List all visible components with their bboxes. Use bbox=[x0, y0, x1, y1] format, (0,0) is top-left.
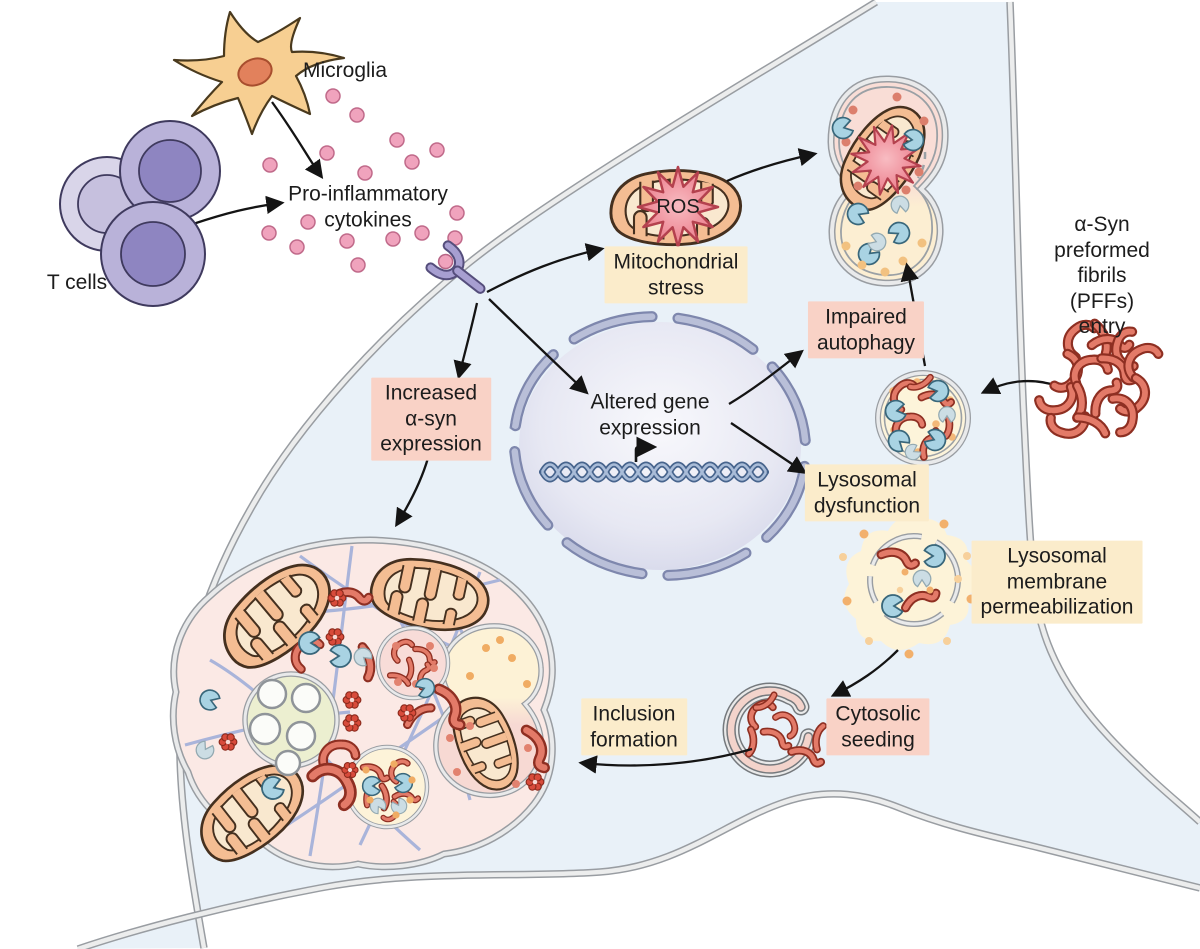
label-increased-asyn-expression: Increased α-syn expression bbox=[371, 377, 491, 461]
arrow-seeding-to-inclusion bbox=[578, 747, 753, 774]
arrow-lmp-to-seeding bbox=[830, 649, 899, 697]
arrow-tcells-to-cytokines bbox=[192, 195, 285, 226]
arrow-receptor-to-mitostress bbox=[486, 243, 605, 294]
flow-arrows bbox=[192, 101, 1059, 774]
arrow-asyn-to-inclusion bbox=[395, 457, 430, 528]
leaked-dots bbox=[839, 507, 976, 659]
transcription-start-arrow bbox=[634, 436, 658, 462]
arrow-microglia-to-cytokines bbox=[271, 101, 324, 179]
label-impaired-autophagy: Impaired autophagy bbox=[807, 301, 925, 359]
dysfunctional-lysosome bbox=[875, 370, 971, 466]
label-lysosomal-membrane-permeabilization: Lysosomal membrane permeabilization bbox=[971, 540, 1143, 624]
vesicle-with-fibrils-cream bbox=[344, 744, 430, 830]
impaired-autophagosome bbox=[823, 75, 949, 287]
label-altered-gene-expression: Altered gene expression bbox=[590, 390, 710, 439]
nucleus bbox=[508, 311, 812, 581]
cytosolic-seeding-vesicle bbox=[722, 682, 825, 778]
label-t-cells: T cells bbox=[46, 271, 108, 295]
arrow-nucleus-to-lysosome bbox=[730, 422, 808, 475]
cytokine-receptor bbox=[425, 240, 486, 294]
arrow-receptor-to-nucleus bbox=[488, 298, 589, 395]
inclusion-body bbox=[169, 536, 556, 877]
arrow-mito-to-autophagosome bbox=[726, 148, 818, 183]
label-cytokines: Pro-inflammatory cytokines bbox=[288, 182, 448, 231]
autophagosome-in-inclusion bbox=[433, 623, 545, 800]
bound-cytokine bbox=[437, 253, 454, 270]
microglia-cell bbox=[172, 10, 346, 136]
plasma-membrane bbox=[76, 0, 1200, 949]
arrow-nucleus-to-autophagy bbox=[728, 349, 804, 405]
microglia-nucleus bbox=[237, 57, 273, 87]
arrow-receptor-to-asyn bbox=[453, 302, 479, 380]
label-pff-entry: α-Syn preformed fibrils (PFFs) entry bbox=[1054, 212, 1150, 339]
label-ros: ROS bbox=[656, 195, 700, 218]
label-mitochondrial-stress: Mitochondrial stress bbox=[604, 246, 748, 304]
label-microglia: Microglia bbox=[302, 59, 388, 83]
dna-helix bbox=[539, 461, 769, 483]
label-inclusion-formation: Inclusion formation bbox=[581, 698, 687, 756]
label-lysosomal-dysfunction: Lysosomal dysfunction bbox=[804, 464, 930, 522]
multivesicular-body bbox=[242, 671, 340, 777]
permeabilized-lysosome bbox=[839, 507, 977, 659]
label-cytosolic-seeding: Cytosolic seeding bbox=[826, 698, 930, 756]
cytokine-dots bbox=[261, 88, 465, 273]
t-cells bbox=[59, 120, 221, 307]
